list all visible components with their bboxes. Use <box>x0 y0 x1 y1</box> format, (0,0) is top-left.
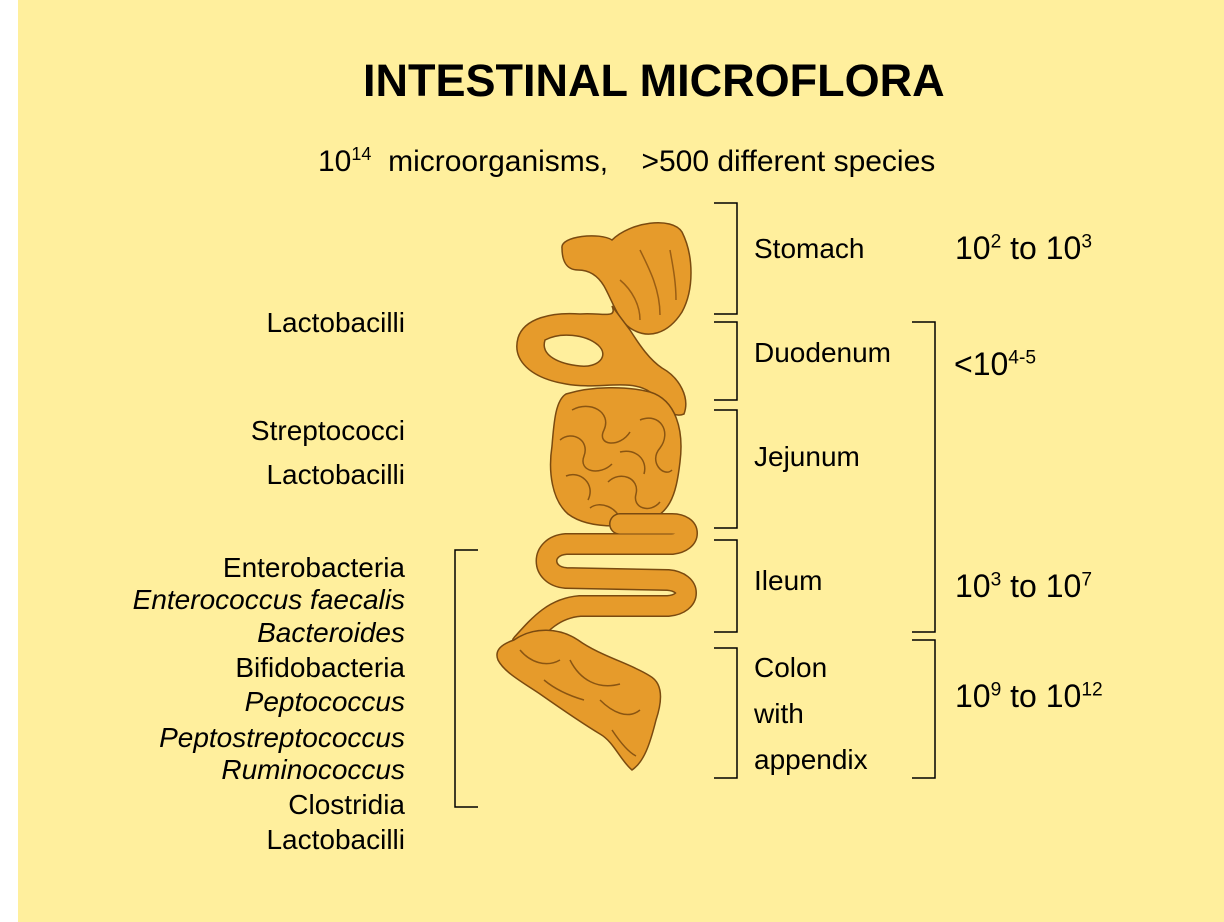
count-colon: 109 to 1012 <box>955 680 1103 712</box>
organism-label: Clostridia <box>288 791 405 819</box>
ileum-illustration <box>522 524 687 644</box>
organism-group-bracket <box>455 550 478 807</box>
page-title: INTESTINAL MICROFLORA <box>363 58 945 103</box>
organism-label: Enterobacteria <box>223 554 405 582</box>
jejunum-illustration <box>551 388 681 526</box>
count-stomach: 102 to 103 <box>955 232 1092 264</box>
organism-label: Ruminococcus <box>221 756 405 784</box>
organism-label: Lactobacilli <box>266 826 405 854</box>
segment-label-duodenum: Duodenum <box>754 339 891 367</box>
segment-label-stomach: Stomach <box>754 235 865 263</box>
colon-illustration <box>497 630 661 770</box>
organism-label: Lactobacilli <box>266 461 405 489</box>
organism-label: Peptostreptococcus <box>159 724 405 752</box>
count-duodenum: <104-5 <box>954 348 1036 380</box>
organism-label: Streptococci <box>251 417 405 445</box>
segment-label-colon: appendix <box>754 746 868 774</box>
segment-label-jejunum: Jejunum <box>754 443 860 471</box>
organism-label: Bacteroides <box>257 619 405 647</box>
organism-label: Enterococcus faecalis <box>133 586 405 614</box>
segment-label-ileum: Ileum <box>754 567 822 595</box>
segment-label-colon: with <box>754 700 804 728</box>
subtitle: 1014 microorganisms, >500 different spec… <box>318 147 935 177</box>
organism-label: Bifidobacteria <box>235 654 405 682</box>
count-ileum: 103 to 107 <box>955 570 1092 602</box>
segment-brackets <box>714 203 935 778</box>
organism-label: Peptococcus <box>245 688 405 716</box>
segment-label-colon: Colon <box>754 654 827 682</box>
organism-label: Lactobacilli <box>266 309 405 337</box>
